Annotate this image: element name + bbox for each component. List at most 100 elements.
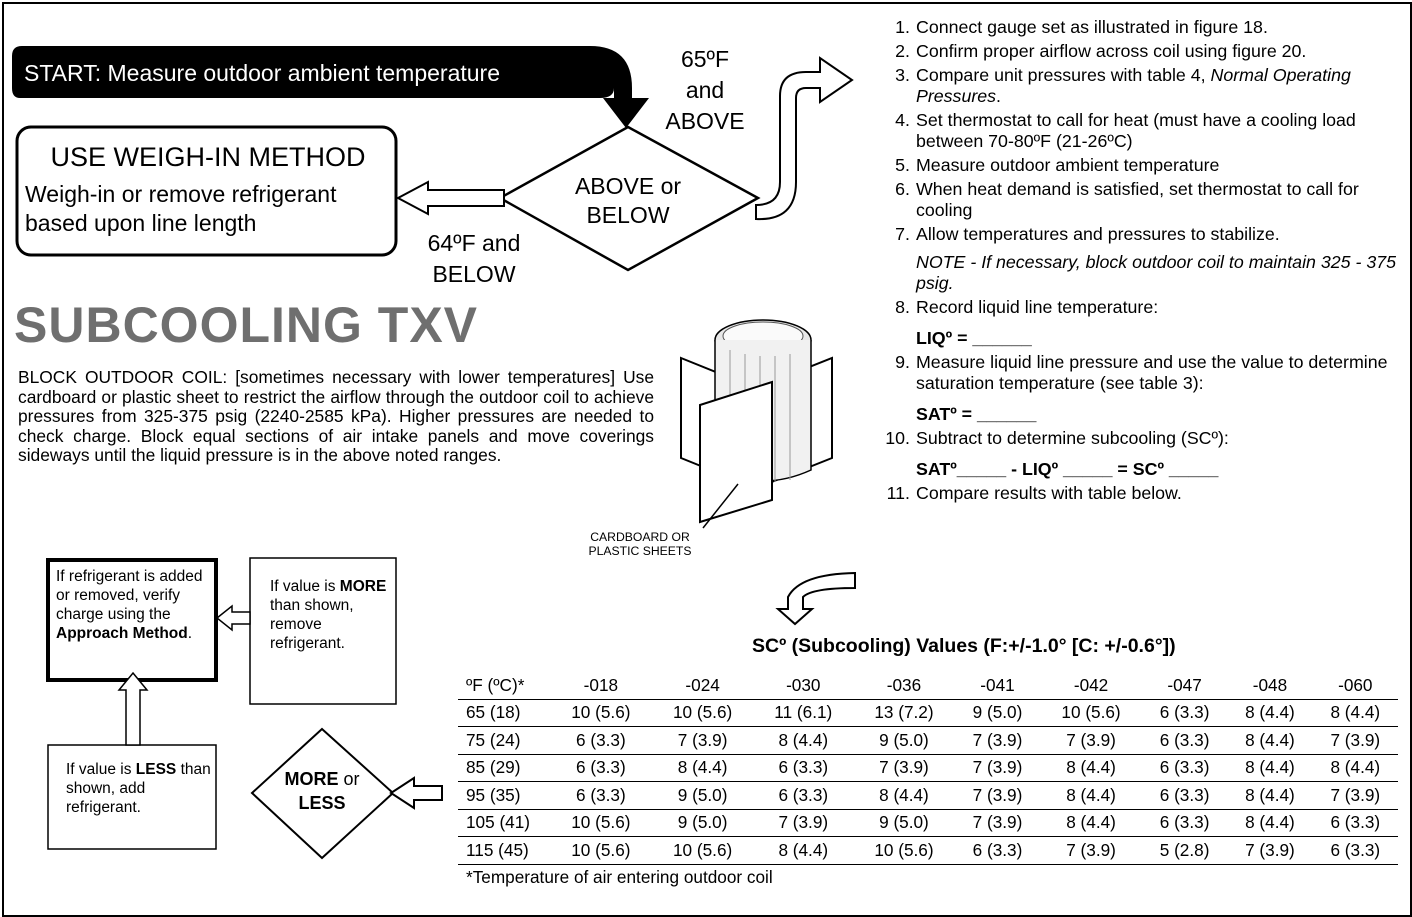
left-small-arrow [215, 604, 251, 632]
table-cell: 8 (4.4) [753, 726, 854, 755]
table-cell: 8 (4.4) [1312, 754, 1398, 782]
step-item: 5.Measure outdoor ambient temperature [872, 155, 1396, 176]
step-text: Compare results with table below. [916, 483, 1182, 503]
table-cell: 10 (5.6) [550, 699, 652, 727]
step-text-after: . [996, 86, 1001, 106]
table-row: 95 (35)6 (3.3)9 (5.0)6 (3.3)8 (4.4)7 (3.… [458, 781, 1398, 810]
table-cell: 6 (3.3) [550, 754, 652, 782]
step-number: 2. [895, 41, 910, 61]
start-step-text: START: Measure outdoor ambient temperatu… [24, 60, 500, 86]
more-text-pre: If value is [270, 578, 340, 595]
table-cell: 7 (3.9) [753, 809, 854, 837]
step-item: 7.Allow temperatures and pressures to st… [872, 224, 1396, 294]
step-note: NOTE - If necessary, block outdoor coil … [916, 252, 1396, 293]
table-cell: 7 (3.9) [954, 809, 1041, 837]
step-number: 6. [895, 179, 910, 199]
table-cell: 6 (3.3) [550, 726, 652, 755]
table-cell: 9 (5.0) [651, 809, 754, 837]
procedure-steps: 1.Connect gauge set as illustrated in fi… [872, 17, 1396, 504]
table-cell: 7 (3.9) [954, 754, 1041, 782]
table-cell: 6 (3.3) [1141, 809, 1228, 837]
more-less-less: LESS [298, 793, 346, 813]
more-less-diamond [250, 727, 395, 860]
table-row-temp: 75 (24) [458, 726, 550, 755]
table-cell: 6 (3.3) [550, 781, 652, 810]
table-row-temp: 115 (45) [458, 836, 550, 865]
table-cell: 8 (4.4) [1227, 781, 1313, 810]
step-text: Connect gauge set as illustrated in figu… [916, 17, 1268, 37]
start-box [12, 46, 649, 128]
above-label-line-2: and [685, 77, 725, 103]
subcooling-table: ºF (ºC)*-018-024-030-036-041-042-047-048… [458, 672, 1398, 891]
step-text: Confirm proper airflow across coil using… [916, 41, 1307, 61]
table-cell: 7 (3.9) [1312, 726, 1398, 755]
table-header-model: -042 [1040, 672, 1142, 700]
less-text-pre: If value is [66, 761, 136, 778]
above-label: 65ºF and ABOVE [645, 44, 765, 137]
table-header-model: -060 [1312, 672, 1398, 700]
step-number: 4. [895, 110, 910, 130]
table-title: SCº (Subcooling) Values (F:+/-1.0° [C: +… [752, 635, 1176, 657]
step-italic: Normal Operating Pressures [916, 65, 1351, 106]
table-cell: 7 (3.9) [954, 726, 1041, 755]
table-cell: 8 (4.4) [1227, 699, 1313, 727]
table-header-model: -030 [753, 672, 854, 700]
table-cell: 8 (4.4) [1227, 726, 1313, 755]
step-text: Measure outdoor ambient temperature [916, 155, 1220, 175]
table-header-model: -024 [651, 672, 754, 700]
table-cell: 6 (3.3) [1141, 699, 1228, 727]
less-text-bold: LESS [135, 761, 177, 778]
table-footnote-row: *Temperature of air entering outdoor coi… [458, 864, 1398, 891]
weigh-in-body: Weigh-in or remove refrigerant based upo… [25, 181, 337, 236]
table-cell: 8 (4.4) [1040, 809, 1142, 837]
table-cell: 8 (4.4) [1040, 781, 1142, 810]
step-item: 1.Connect gauge set as illustrated in fi… [872, 17, 1396, 38]
step-text: Compare unit pressures with table 4, [916, 65, 1211, 85]
table-cell: 10 (5.6) [651, 836, 754, 865]
step-item: 11. Compare results with table below. [872, 483, 1396, 504]
table-footnote: *Temperature of air entering outdoor coi… [466, 867, 773, 888]
up-small-arrow [117, 671, 149, 746]
table-cell: 10 (5.6) [1040, 699, 1142, 727]
decision-diamond [497, 125, 761, 272]
table-cell: 6 (3.3) [753, 781, 854, 810]
table-cell: 8 (4.4) [1312, 699, 1398, 727]
table-cell: 6 (3.3) [954, 836, 1041, 865]
step-text: Set thermostat to call for heat (must ha… [916, 110, 1356, 151]
table-cell: 7 (3.9) [1312, 781, 1398, 810]
table-row: 115 (45)10 (5.6)10 (5.6)8 (4.4)10 (5.6)6… [458, 836, 1398, 865]
table-cell: 8 (4.4) [853, 781, 955, 810]
less-text: If value is LESS than shown, add refrige… [66, 760, 214, 817]
step-fill-line: LIQº = ______ [916, 328, 1032, 348]
table-cell: 10 (5.6) [651, 699, 754, 727]
step-fill-line: SATº = ______ [916, 404, 1037, 424]
more-text: If value is MORE than shown, remove refr… [270, 577, 396, 653]
table-cell: 9 (5.0) [853, 809, 955, 837]
table-row-temp: 65 (18) [458, 699, 550, 727]
outdoor-unit-illustration [680, 319, 833, 529]
less-text-post: than shown, add refrigerant. [66, 761, 211, 816]
table-cell: 10 (5.6) [550, 836, 652, 865]
step-text: When heat demand is satisfied, set therm… [916, 179, 1359, 220]
more-text-bold: MORE [339, 578, 387, 595]
table-row-temp: 105 (41) [458, 809, 550, 837]
table-cell: 7 (3.9) [1227, 836, 1313, 865]
table-header-model: -036 [853, 672, 955, 700]
step-number: 8. [895, 297, 910, 317]
approach-text: If refrigerant is added or removed, veri… [56, 567, 216, 643]
step-number: 9. [895, 352, 910, 372]
step-number: 11. [886, 483, 910, 503]
table-cell: 7 (3.9) [954, 781, 1041, 810]
table-cell: 8 (4.4) [1227, 754, 1313, 782]
table-header-model: -018 [550, 672, 652, 700]
above-label-line-1: 65ºF [680, 46, 730, 72]
table-header-temp: ºF (ºC)* [458, 672, 550, 700]
table-row: 65 (18)10 (5.6)10 (5.6)11 (6.1)13 (7.2)9… [458, 699, 1398, 727]
caption-line-2: PLASTIC SHEETS [588, 544, 692, 558]
left-arrow [395, 180, 505, 216]
table-cell: 7 (3.9) [853, 754, 955, 782]
table-row-temp: 85 (29) [458, 754, 550, 782]
table-row: 85 (29)6 (3.3)8 (4.4)6 (3.3)7 (3.9)7 (3.… [458, 754, 1398, 782]
